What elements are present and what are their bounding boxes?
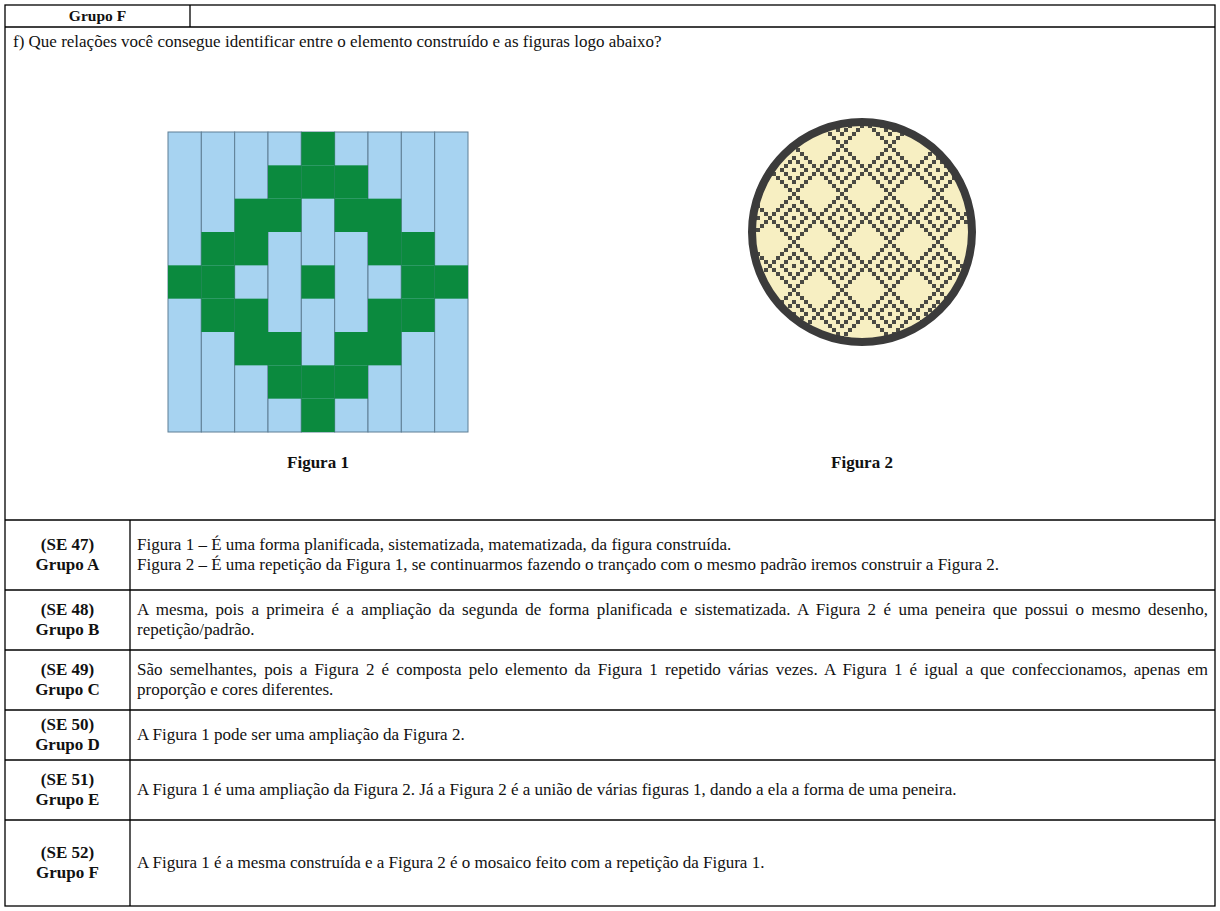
weave-strip: [268, 165, 301, 198]
cell-label: (SE 49): [41, 660, 94, 680]
weave-strip: [168, 265, 201, 298]
answer-text: A Figura 1 pode ser uma ampliação da Fig…: [137, 725, 1208, 745]
weave-strip: [268, 332, 301, 365]
answer-text: A Figura 1 é a mesma construída e a Figu…: [137, 853, 1208, 873]
table-cell: (SE 49)Grupo C: [5, 650, 130, 710]
weave-strip: [235, 299, 268, 332]
weave-strip: [335, 165, 368, 198]
weave-strip: [368, 299, 401, 332]
weave-strip: [435, 265, 468, 298]
weave-strip: [301, 165, 334, 198]
weave-strip: [235, 332, 268, 365]
weave-strip: [201, 265, 234, 298]
table-cell: (SE 51)Grupo E: [5, 760, 130, 820]
answer-text: São semelhantes, pois a Figura 2 é compo…: [137, 660, 1208, 700]
weave-strip: [235, 199, 268, 232]
weave-strip: [201, 232, 234, 265]
weave-strip: [401, 132, 434, 432]
weave-strip: [335, 132, 368, 432]
answer-text: A mesma, pois a primeira é a ampliação d…: [137, 600, 1208, 640]
cell-label: Grupo D: [35, 735, 100, 755]
table-grid: [5, 5, 1215, 906]
weave-strip: [368, 232, 401, 265]
weave-strip: [368, 332, 401, 365]
table-cell: A Figura 1 é uma ampliação da Figura 2. …: [130, 760, 1215, 820]
weave-strip: [335, 332, 368, 365]
cell-label: (SE 52): [41, 843, 94, 863]
cell-label: Figura 2: [831, 453, 893, 473]
table-cell: Grupo F: [5, 5, 190, 27]
cell-label: Grupo F: [36, 863, 99, 883]
cell-label: f) Que relações você consegue identifica…: [13, 32, 662, 52]
weave-strip: [301, 132, 334, 432]
cell-label: (SE 48): [41, 600, 94, 620]
weave-strip: [401, 299, 434, 332]
weave-strip: [168, 132, 201, 432]
cell-label: (SE 47): [41, 535, 94, 555]
table-cell: A mesma, pois a primeira é a ampliação d…: [130, 590, 1215, 650]
weave-strip: [235, 232, 268, 265]
cell-label: Grupo B: [36, 620, 100, 640]
weave-strip: [201, 299, 234, 332]
table-cell: (SE 52)Grupo F: [5, 820, 130, 906]
table-cell: f) Que relações você consegue identifica…: [5, 27, 1215, 67]
table-cell: A Figura 1 é a mesma construída e a Figu…: [130, 820, 1215, 906]
weave-strip: [301, 265, 334, 298]
weave-strip: [201, 132, 234, 432]
cell-label: (SE 51): [41, 770, 94, 790]
weave-strip: [301, 399, 334, 432]
weave-strip: [301, 132, 334, 165]
table-cell: Figura 2: [762, 450, 962, 476]
cell-label: Figura 1: [287, 453, 349, 473]
weave-strip: [268, 199, 301, 232]
weave-strip: [268, 132, 301, 432]
cell-label: Grupo C: [35, 680, 100, 700]
table-cell: (SE 50)Grupo D: [5, 710, 130, 760]
table-cell: Figura 1: [218, 450, 418, 476]
weave-strip: [335, 365, 368, 398]
weave-strip: [335, 199, 368, 232]
cell-label: Grupo A: [36, 555, 100, 575]
weave-square-figure: [168, 132, 468, 432]
table-cell: Figura 1 – É uma forma planificada, sist…: [130, 520, 1215, 590]
cell-label: Grupo E: [36, 790, 100, 810]
answer-text: A Figura 1 é uma ampliação da Figura 2. …: [137, 780, 1208, 800]
weave-strip: [435, 132, 468, 432]
weave-strip: [401, 232, 434, 265]
weave-strip: [301, 365, 334, 398]
answer-text: Figura 2 – É uma repetição da Figura 1, …: [137, 555, 1208, 575]
sieve-figure: [750, 120, 974, 344]
weave-strip: [368, 199, 401, 232]
cell-label: (SE 50): [41, 715, 94, 735]
answer-text: Figura 1 – É uma forma planificada, sist…: [137, 535, 1208, 555]
table-cell: São semelhantes, pois a Figura 2 é compo…: [130, 650, 1215, 710]
table-cell: (SE 48)Grupo B: [5, 590, 130, 650]
table-cell: A Figura 1 pode ser uma ampliação da Fig…: [130, 710, 1215, 760]
weave-strip: [401, 265, 434, 298]
weave-strip: [235, 132, 268, 432]
weave-strip: [368, 132, 401, 432]
cell-label: Grupo F: [69, 7, 126, 25]
weave-strip: [268, 365, 301, 398]
table-cell: (SE 47)Grupo A: [5, 520, 130, 590]
